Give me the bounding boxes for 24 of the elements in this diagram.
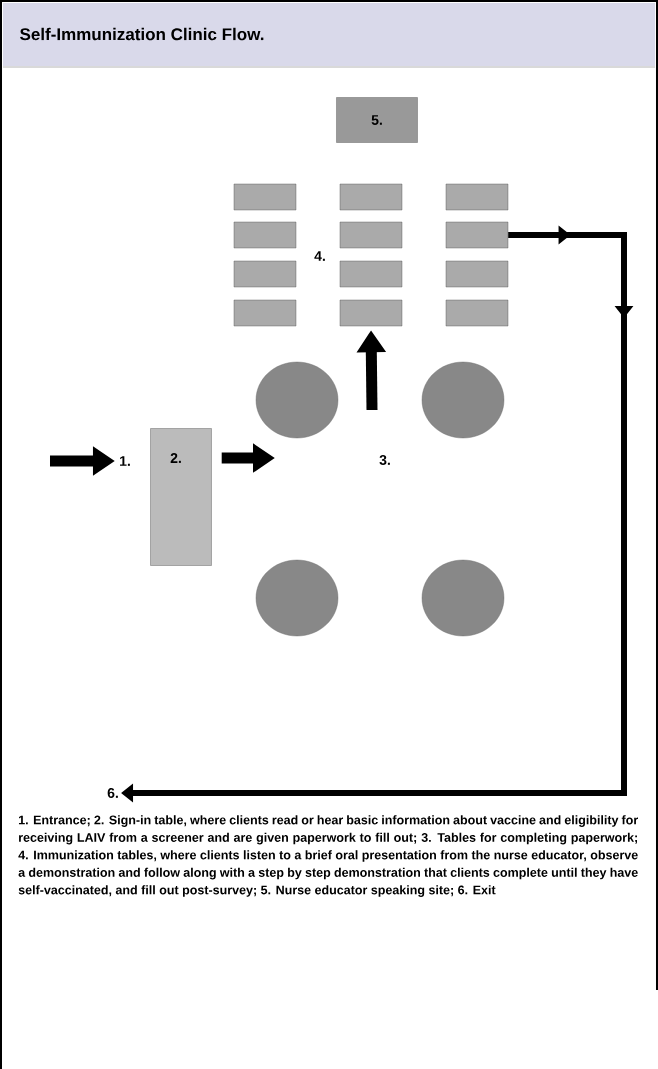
table-ellipse <box>421 361 505 439</box>
table-ellipse <box>421 559 505 637</box>
table-box <box>233 260 297 288</box>
table-box <box>445 299 509 327</box>
table-box <box>339 299 403 327</box>
table-box <box>233 221 297 249</box>
step-number: 6. <box>107 788 118 798</box>
table-box <box>339 221 403 249</box>
table-ellipse <box>255 559 339 637</box>
step-number: 4. <box>314 251 325 261</box>
table-box <box>445 183 509 211</box>
table-box <box>233 183 297 211</box>
table-box <box>339 260 403 288</box>
table-ellipse <box>255 361 339 439</box>
table-box <box>445 221 509 249</box>
title-bar: Self-Immunization Clinic Flow. <box>2 3 656 68</box>
table-box <box>445 260 509 288</box>
speaking-site-box: 5. <box>336 97 418 143</box>
table-box <box>339 183 403 211</box>
step-number: 1. <box>120 456 130 466</box>
step-number: 3. <box>379 455 390 465</box>
caption: 1. Entrance; 2. Sign-in table, where clients read or hear basic information about vaccine and eligibility for receiving LAIV from a screener and are given paperwork to fill out; 3. Tables for completing paperwork; 4. Immunization tables, where clients listen to a brief oral presentation from the nurse educator, observe a demonstration and follow along with a step by step demonstration that clients complete until they have self-vaccinated, and fill out post-survey; 5. Nurse educator speaking site; 6. Exit <box>18 815 638 897</box>
sign-in-table: 2. <box>150 428 212 566</box>
table-box <box>233 299 297 327</box>
